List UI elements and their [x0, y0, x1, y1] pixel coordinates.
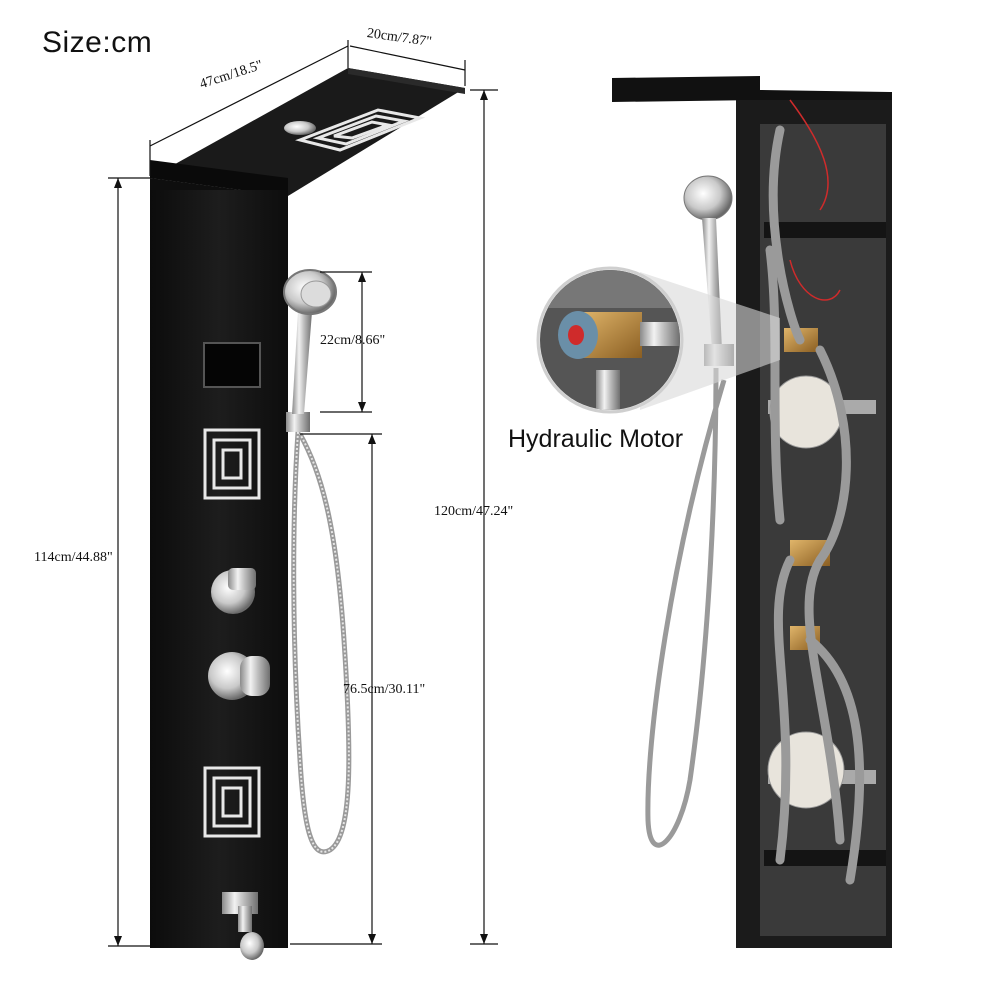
pipes: [765, 125, 865, 885]
panel-height-label: 114cm/44.88": [34, 550, 113, 565]
diverter-knob: [211, 568, 256, 614]
front-panel: [150, 68, 465, 960]
temperature-display: [203, 342, 261, 388]
massage-jet-bottom: [203, 766, 261, 838]
size-unit-title: Size:cm: [42, 26, 153, 59]
hydraulic-motor-label: Hydraulic Motor: [508, 425, 684, 453]
total-height-label: 120cm/47.24": [434, 504, 514, 519]
rear-panel: [612, 76, 892, 948]
dimension-lines: [108, 40, 498, 947]
massage-jet-top: [203, 428, 261, 500]
rain-head-pattern: [295, 108, 426, 152]
tub-spout: [222, 892, 264, 960]
hose-height-label: 76.5cm/30.11": [343, 682, 426, 697]
motor-zoom-callout: [536, 266, 780, 414]
temperature-knob: [208, 652, 270, 700]
handshower-length-label: 22cm/8.66": [320, 333, 386, 348]
hand-shower: [283, 269, 337, 432]
